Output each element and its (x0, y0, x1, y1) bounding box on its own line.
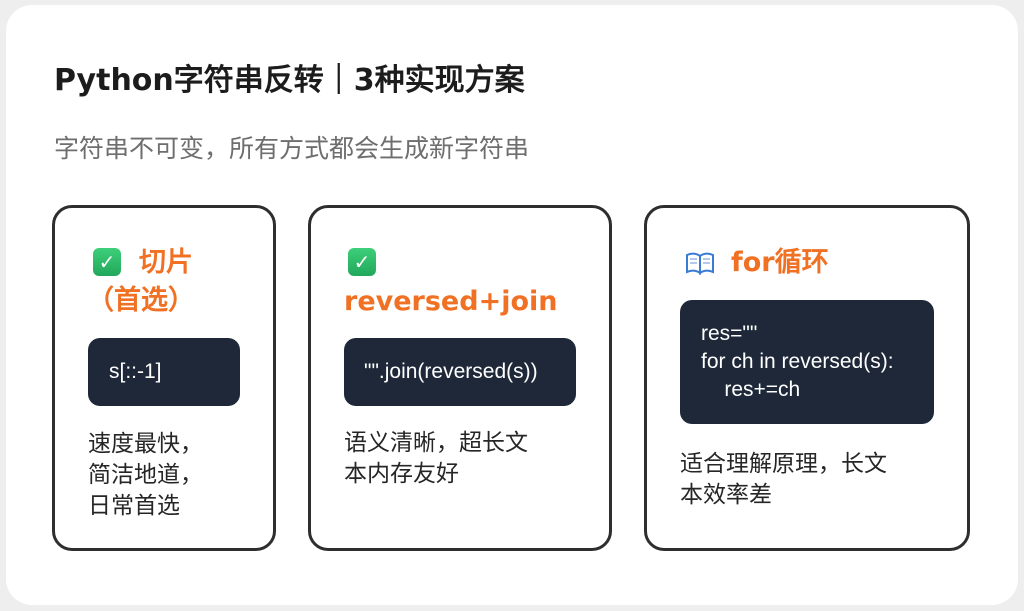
code-line: res+=ch (701, 378, 801, 401)
description-line: 适合理解原理，长文 (680, 451, 887, 477)
open-book-icon (685, 251, 715, 275)
page-subtitle: 字符串不可变，所有方式都会生成新字符串 (54, 134, 530, 163)
card-for-loop: for循环 res="" for ch in reversed(s): res+… (644, 205, 970, 551)
card-description: 语义清晰，超长文 本内存友好 (344, 428, 528, 490)
card-heading: reversed+join (344, 286, 558, 317)
code-line: "".join(reversed(s)) (364, 360, 538, 383)
code-snippet: s[::-1] (88, 338, 240, 406)
card-reversed-join: ✓ reversed+join "".join(reversed(s)) 语义清… (308, 205, 612, 551)
description-line: 日常首选 (88, 493, 180, 519)
check-mark-icon: ✓ (348, 248, 376, 276)
card-description: 适合理解原理，长文 本效率差 (680, 449, 887, 511)
description-line: 简洁地道， (88, 462, 203, 488)
code-snippet: res="" for ch in reversed(s): res+=ch (680, 300, 934, 424)
card-slicing: ✓ 切片 （首选） s[::-1] 速度最快， 简洁地道， 日常首选 (52, 205, 276, 551)
code-snippet: "".join(reversed(s)) (344, 338, 576, 406)
description-line: 语义清晰，超长文 (344, 430, 528, 456)
code-line: res="" (701, 322, 758, 345)
code-line: s[::-1] (109, 360, 162, 383)
description-line: 本内存友好 (344, 461, 459, 487)
card-heading: for循环 (731, 247, 829, 278)
description-line: 本效率差 (680, 482, 772, 508)
check-mark-icon: ✓ (93, 248, 121, 276)
card-heading-note: （首选） (87, 285, 195, 316)
code-line: for ch in reversed(s): (701, 350, 894, 373)
card-description: 速度最快， 简洁地道， 日常首选 (88, 429, 203, 522)
card-heading: 切片 (139, 247, 193, 278)
page-title: Python字符串反转｜3种实现方案 (54, 63, 525, 98)
description-line: 速度最快， (88, 431, 203, 457)
